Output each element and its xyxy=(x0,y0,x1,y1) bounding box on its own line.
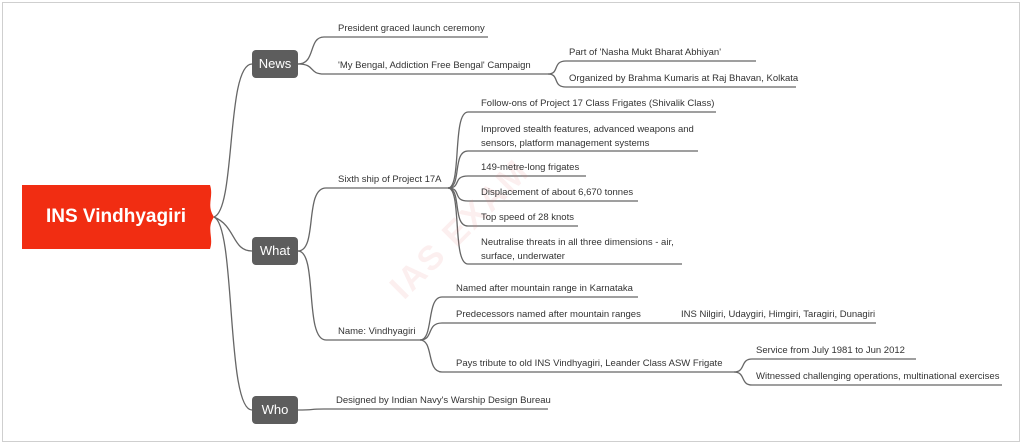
topic-service-period[interactable]: Service from July 1981 to Jun 2012 xyxy=(756,345,905,356)
topic-predecessors[interactable]: Predecessors named after mountain ranges xyxy=(456,309,641,320)
topic-nasha-mukt[interactable]: Part of 'Nasha Mukt Bharat Abhiyan' xyxy=(569,47,722,58)
topic-displacement[interactable]: Displacement of about 6,670 tonnes xyxy=(481,187,634,198)
topic-follow-ons[interactable]: Follow-ons of Project 17 Class Frigates … xyxy=(481,98,715,109)
topic-named-after-mountain[interactable]: Named after mountain range in Karnataka xyxy=(456,283,633,294)
branch-news[interactable]: News xyxy=(252,50,298,78)
topic-operations[interactable]: Witnessed challenging operations, multin… xyxy=(756,371,1000,382)
topic-bengal-campaign[interactable]: 'My Bengal, Addiction Free Bengal' Campa… xyxy=(338,60,531,71)
central-node-shape xyxy=(22,185,214,249)
topic-design-bureau[interactable]: Designed by Indian Navy's Warship Design… xyxy=(336,395,551,406)
topic-president-launch[interactable]: President graced launch ceremony xyxy=(338,23,485,34)
topic-neutralise-threats[interactable]: Neutralise threats in all three dimensio… xyxy=(481,237,674,262)
topic-name-vindhyagiri[interactable]: Name: Vindhyagiri xyxy=(338,326,416,337)
topic-stealth-features[interactable]: Improved stealth features, advanced weap… xyxy=(481,124,694,149)
topic-predecessor-ships[interactable]: INS Nilgiri, Udaygiri, Himgiri, Taragiri… xyxy=(681,309,876,320)
topic-sixth-ship[interactable]: Sixth ship of Project 17A xyxy=(338,174,442,185)
topic-length[interactable]: 149-metre-long frigates xyxy=(481,162,580,173)
branch-what[interactable]: What xyxy=(252,237,298,265)
central-topic-label: INS Vindhyagiri xyxy=(45,206,187,227)
branch-who[interactable]: Who xyxy=(252,396,298,424)
topic-tribute[interactable]: Pays tribute to old INS Vindhyagiri, Lea… xyxy=(456,358,723,369)
topic-top-speed[interactable]: Top speed of 28 knots xyxy=(481,212,574,223)
topic-brahma-kumaris[interactable]: Organized by Brahma Kumaris at Raj Bhava… xyxy=(569,73,799,84)
central-topic[interactable]: INS Vindhyagiri xyxy=(22,185,214,249)
